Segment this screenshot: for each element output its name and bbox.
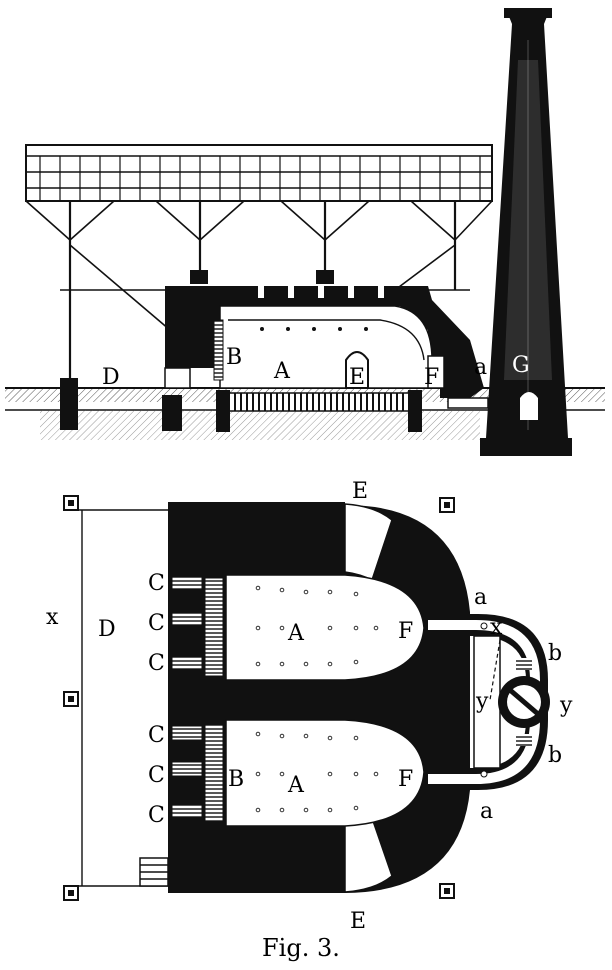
label-F-lower: F	[398, 767, 413, 792]
label-G: G	[512, 353, 530, 378]
label-A: A	[273, 359, 291, 384]
dimension-line	[78, 509, 168, 887]
hearth-upper	[225, 574, 425, 681]
elevation-labels: D B A E F a G	[102, 345, 530, 390]
label-B: B	[226, 345, 242, 370]
label-E-top: E	[352, 479, 368, 504]
label-y-left: y	[475, 689, 489, 714]
label-a: a	[474, 355, 487, 380]
label-E: E	[349, 365, 365, 390]
fire-grates	[171, 575, 224, 823]
roof-hoppers	[190, 270, 334, 284]
label-a-upper: a	[474, 585, 487, 610]
label-D-plan: D	[98, 617, 116, 642]
label-C4: C	[148, 723, 165, 748]
label-x-flue: x	[490, 615, 503, 640]
plan-view: E E x D C C C C C C A A F F B a a x y y …	[46, 479, 573, 934]
shed-roof	[25, 144, 493, 380]
label-C3: C	[148, 651, 165, 676]
hearth-lower	[225, 719, 425, 827]
label-a-lower: a	[480, 799, 493, 824]
label-b-upper: b	[548, 641, 562, 666]
label-x-left: x	[46, 605, 59, 630]
label-E-bottom: E	[350, 909, 366, 934]
chimney	[480, 8, 572, 456]
column-posts	[63, 495, 455, 901]
label-A-lower: A	[287, 773, 305, 798]
label-C6: C	[148, 803, 165, 828]
label-A-upper: A	[287, 621, 305, 646]
furnace-plan-body	[168, 502, 470, 893]
label-b-lower: b	[548, 743, 562, 768]
steps	[139, 857, 169, 887]
label-y-right: y	[559, 693, 573, 718]
plan-labels: E E x D C C C C C C A A F F B a a x y y …	[46, 479, 573, 934]
elevation-view: D B A E F a G	[5, 8, 605, 456]
figure-caption: Fig. 3.	[262, 934, 340, 962]
label-B-plan: B	[228, 767, 244, 792]
label-C1: C	[148, 571, 165, 596]
label-C5: C	[148, 763, 165, 788]
label-C2: C	[148, 611, 165, 636]
chimney-plan	[498, 658, 550, 746]
label-D: D	[102, 365, 120, 390]
hearth-dots	[255, 585, 379, 813]
label-F-upper: F	[398, 619, 413, 644]
furnace-masonry	[60, 286, 489, 432]
label-F: F	[424, 365, 439, 390]
